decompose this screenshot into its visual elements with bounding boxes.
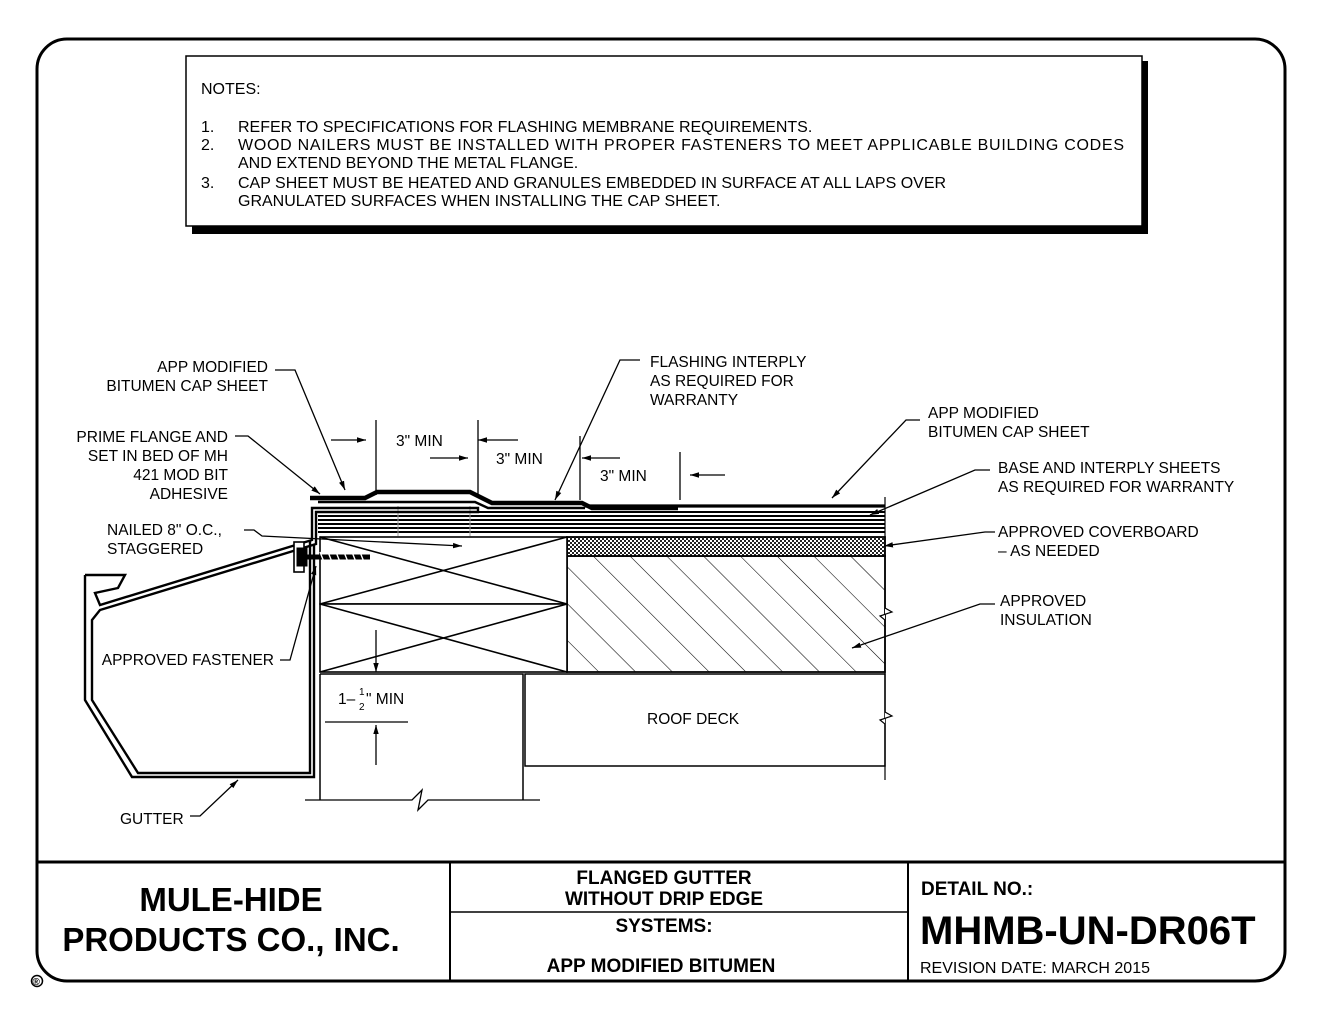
callout-fastener: APPROVED FASTENER	[102, 652, 274, 669]
callout-prime-flange-1: PRIME FLANGE AND	[76, 429, 228, 446]
callout-base-interply-1: BASE AND INTERPLY SHEETS	[998, 460, 1221, 477]
note-2-line-1: WOOD NAILERS MUST BE INSTALLED WITH PROP…	[238, 137, 1124, 154]
note-2-line-2: AND EXTEND BEYOND THE METAL FLANGE.	[238, 155, 578, 172]
company-name-line-2: PRODUCTS CO., INC.	[62, 921, 399, 958]
svg-text:®: ®	[33, 977, 41, 988]
note-3-number: 3.	[201, 175, 214, 192]
callout-gutter: GUTTER	[120, 811, 184, 828]
leader-lines	[190, 359, 995, 817]
detail-label: DETAIL NO.:	[921, 879, 1033, 900]
flashing-cap-sheet	[310, 489, 678, 511]
callout-labels: APP MODIFIED BITUMEN CAP SHEET PRIME FLA…	[76, 354, 1234, 828]
callout-coverboard-1: APPROVED COVERBOARD	[998, 524, 1199, 541]
note-1-line-1: REFER TO SPECIFICATIONS FOR FLASHING MEM…	[238, 119, 812, 136]
membrane-layers	[318, 511, 885, 533]
dimension-nailer-min: 1– 1 2 " MIN	[338, 687, 404, 713]
sheet-border	[35, 37, 1287, 983]
drawing-title-line-2: WITHOUT DRIP EDGE	[565, 889, 763, 910]
section-drawing	[83, 359, 995, 817]
insulation-block	[566, 555, 886, 673]
note-3-line-1: CAP SHEET MUST BE HEATED AND GRANULES EM…	[238, 175, 946, 192]
notes-heading: NOTES:	[201, 81, 261, 98]
flashing-interply	[318, 500, 585, 510]
coverboard-layer	[566, 536, 886, 557]
svg-text:1: 1	[359, 687, 365, 698]
callout-prime-flange-3: 421 MOD BIT	[133, 467, 228, 484]
fastener	[293, 541, 370, 573]
callout-app-cap-left-2: BITUMEN CAP SHEET	[106, 378, 268, 395]
revision-date: REVISION DATE: MARCH 2015	[920, 960, 1150, 977]
callout-prime-flange-4: ADHESIVE	[150, 486, 228, 503]
registered-mark: ®	[30, 974, 44, 988]
drawing-title-line-1: FLANGED GUTTER	[576, 868, 751, 889]
note-1-number: 1.	[201, 119, 214, 136]
callout-nailed-1: NAILED 8" O.C.,	[107, 522, 222, 539]
svg-text:2: 2	[359, 702, 365, 713]
callout-app-cap-left-1: APP MODIFIED	[157, 359, 268, 376]
dimension-3in-1: 3" MIN	[396, 433, 443, 450]
title-block: MULE-HIDE PRODUCTS CO., INC. FLANGED GUT…	[37, 860, 1285, 981]
note-3-line-2: GRANULATED SURFACES WHEN INSTALLING THE …	[238, 193, 720, 210]
callout-coverboard-2: – AS NEEDED	[998, 543, 1100, 560]
callout-insulation-1: APPROVED	[1000, 593, 1086, 610]
dimension-3in-3: 3" MIN	[600, 468, 647, 485]
wood-nailers	[319, 536, 568, 673]
notes-box: NOTES: 1. REFER TO SPECIFICATIONS FOR FL…	[185, 55, 1148, 234]
dimension-3in-2: 3" MIN	[496, 451, 543, 468]
callout-app-cap-right-1: APP MODIFIED	[928, 405, 1039, 422]
callout-insulation-2: INSULATION	[1000, 612, 1092, 629]
callout-flashing-interply-2: AS REQUIRED FOR	[650, 373, 794, 390]
callout-nailed-2: STAGGERED	[107, 541, 203, 558]
callout-flashing-interply-3: WARRANTY	[650, 392, 738, 409]
callout-app-cap-right-2: BITUMEN CAP SHEET	[928, 424, 1090, 441]
callout-prime-flange-2: SET IN BED OF MH	[88, 448, 228, 465]
company-name-line-1: MULE-HIDE	[139, 881, 322, 918]
callout-base-interply-2: AS REQUIRED FOR WARRANTY	[998, 479, 1234, 496]
systems-value: APP MODIFIED BITUMEN	[547, 956, 776, 977]
systems-label: SYSTEMS:	[615, 916, 712, 937]
svg-text:" MIN: " MIN	[366, 691, 404, 708]
note-2-number: 2.	[201, 137, 214, 154]
svg-text:1–: 1–	[338, 691, 356, 708]
roof-deck	[524, 673, 886, 767]
detail-number: MHMB-UN-DR06T	[920, 909, 1256, 953]
callout-flashing-interply-1: FLASHING INTERPLY	[650, 354, 806, 371]
gutter-profile	[85, 506, 480, 775]
wall-support	[319, 673, 524, 800]
roof-deck-label: ROOF DECK	[647, 711, 740, 728]
